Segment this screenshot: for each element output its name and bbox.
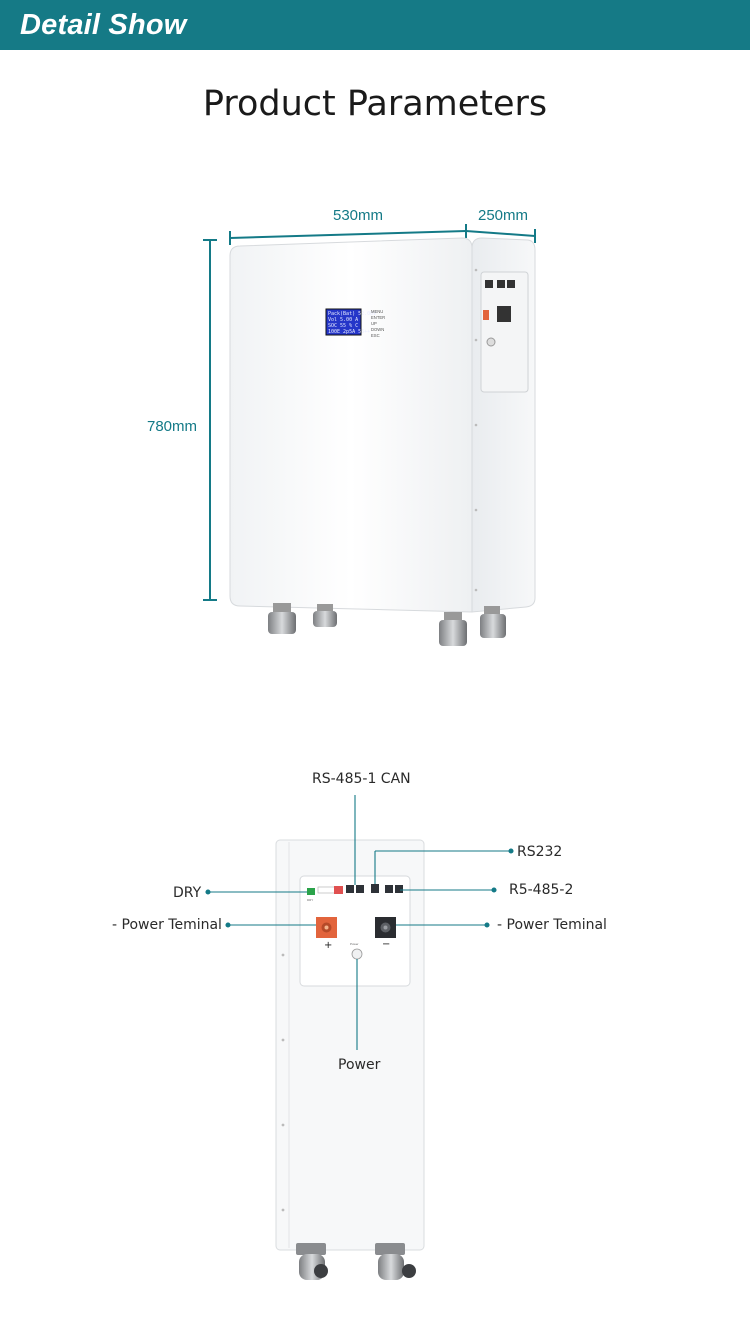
side-port — [507, 280, 515, 288]
caster-wheel — [268, 603, 296, 634]
battery-front-illustration: Pack(Bat) 52.00V Vol 5.00 A SOC 55 % C 1… — [203, 224, 536, 646]
height-dimension-line — [203, 239, 217, 601]
side-port — [497, 280, 505, 288]
power-switch — [351, 948, 363, 960]
lcd-display — [325, 308, 362, 336]
lcd-line: Vol 5.00 A — [328, 317, 358, 323]
lcd-button-menu: MENU — [371, 309, 383, 314]
lcd-button-up: UP — [371, 321, 377, 326]
side-port-panel — [480, 271, 529, 393]
height-dimension-label: 780mm — [147, 418, 198, 435]
rs232-label: RS232 — [517, 844, 563, 860]
lcd-button-esc: ESC — [371, 333, 380, 338]
power-switch-label: Power — [350, 942, 359, 946]
negative-power-terminal — [375, 917, 396, 938]
side-port — [485, 280, 493, 288]
lcd-buttons: MENU ENTER UP DOWN ESC — [371, 309, 385, 338]
caster-wheel — [296, 1243, 328, 1280]
caster-wheel — [313, 604, 337, 627]
rs232-port — [371, 884, 379, 893]
caster-wheel — [375, 1243, 416, 1280]
width-dimension-label: 530mm — [333, 207, 384, 224]
positive-symbol: + — [324, 940, 332, 951]
positive-power-terminal — [316, 917, 337, 938]
side-positive-terminal — [483, 310, 489, 320]
rs485-1-can-label: RS-485-1 CAN — [312, 771, 411, 787]
dry-label: DRY — [173, 885, 202, 901]
lcd-line: 100E 2p5A 56++ — [328, 329, 370, 335]
side-power-switch — [486, 337, 496, 347]
lcd-button-down: DOWN — [371, 327, 384, 332]
lcd-button-enter: ENTER — [371, 315, 385, 320]
side-negative-terminal — [497, 306, 511, 322]
cabinet-front — [229, 237, 473, 613]
detail-show-banner: Detail Show — [0, 0, 750, 50]
lcd-line: Pack(Bat) 52.00V — [328, 311, 376, 317]
depth-dimension-line — [465, 229, 536, 243]
rs485-can-ports — [346, 885, 364, 893]
dry-contact-block: DRY — [307, 886, 343, 902]
negative-symbol: − — [382, 939, 390, 950]
depth-dimension-label: 250mm — [478, 207, 529, 224]
rs485-2-ports — [385, 885, 403, 893]
power-label: Power — [338, 1057, 381, 1073]
caster-wheel — [480, 606, 506, 638]
caster-wheel — [439, 612, 467, 646]
power-terminal-right-label: - Power Teminal — [497, 917, 607, 933]
power-terminal-left-label: - Power Teminal — [112, 917, 222, 933]
r5-485-2-label: R5-485-2 — [509, 882, 574, 898]
svg-text:DRY: DRY — [307, 898, 313, 902]
banner-title: Detail Show — [20, 9, 187, 41]
lcd-line: SOC 55 % C — [328, 323, 358, 329]
section-title: Product Parameters — [202, 84, 548, 124]
